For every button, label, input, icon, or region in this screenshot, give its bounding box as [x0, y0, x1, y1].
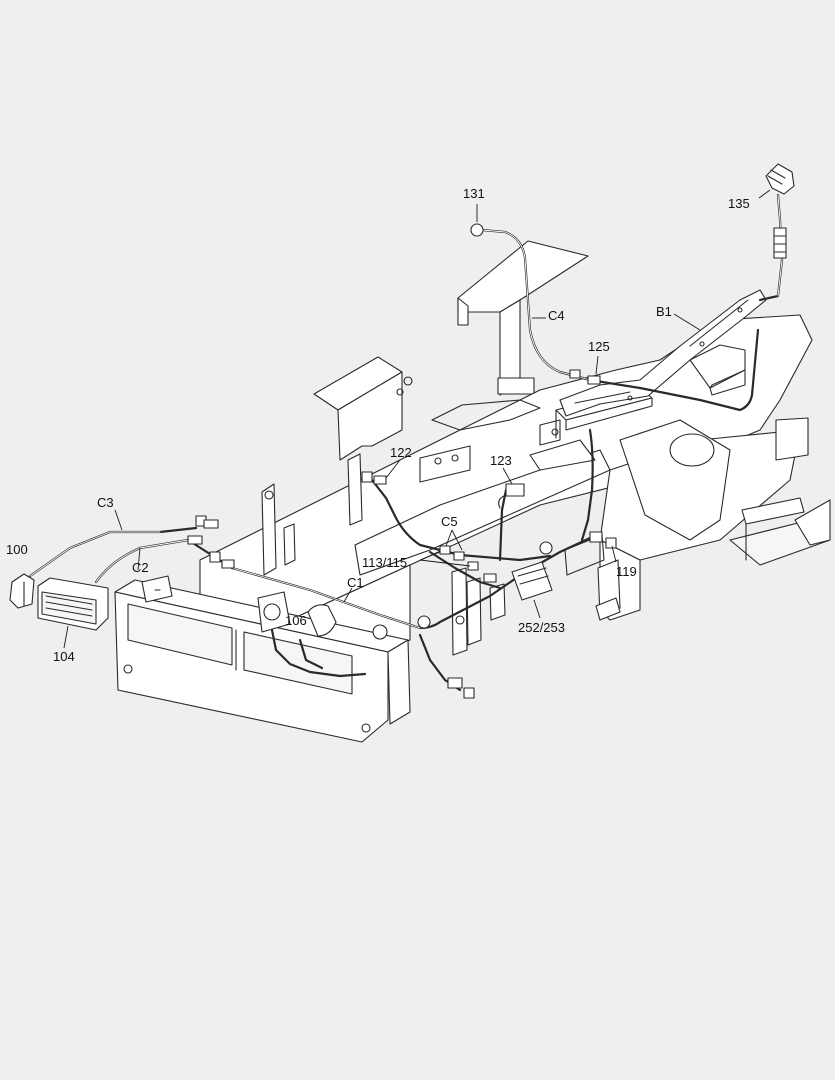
leader-lines	[63, 189, 771, 649]
label-106: 106	[285, 613, 307, 628]
component-106-horn	[257, 591, 337, 637]
component-c5-connectors	[439, 545, 497, 583]
label-252-253: 252/253	[518, 620, 565, 635]
component-252-253-relay-box	[511, 561, 553, 601]
label-c2: C2	[132, 560, 149, 575]
component-131-sensor	[470, 223, 484, 237]
component-125-connector	[569, 369, 601, 385]
label-c3: C3	[97, 495, 114, 510]
label-125: 125	[588, 339, 610, 354]
component-lower-plugs	[372, 541, 553, 699]
component-104-headlamp	[37, 577, 109, 631]
label-119: 119	[616, 564, 637, 579]
cable-rear-branch	[580, 428, 594, 542]
component-c3-connectors	[187, 515, 235, 569]
label-c1: C1	[347, 575, 364, 590]
component-119-sensor	[589, 531, 617, 549]
label-131: 131	[463, 186, 485, 201]
component-123-clip	[498, 483, 525, 509]
label-104: 104	[53, 649, 75, 664]
component-135-connector	[765, 163, 795, 259]
label-100: 100	[6, 542, 28, 557]
label-123: 123	[490, 453, 512, 468]
label-c5: C5	[441, 514, 458, 529]
rear-mount-bracket-right	[457, 240, 589, 396]
label-122: 122	[390, 445, 412, 460]
component-122-plug	[361, 471, 387, 485]
cable-c3	[28, 526, 198, 578]
label-113-115: 113/115	[362, 555, 407, 570]
label-b1: B1	[656, 304, 672, 319]
cable-c5-branch	[428, 488, 508, 590]
cable-c4	[480, 228, 760, 412]
rear-mount-bracket-left	[313, 356, 413, 461]
callout-labels: 131 135 B1 C4 125 122 123 C3 C5 100 C2 1…	[6, 186, 750, 664]
component-100-light	[9, 573, 35, 609]
label-135: 135	[728, 196, 750, 211]
label-c4: C4	[548, 308, 565, 323]
